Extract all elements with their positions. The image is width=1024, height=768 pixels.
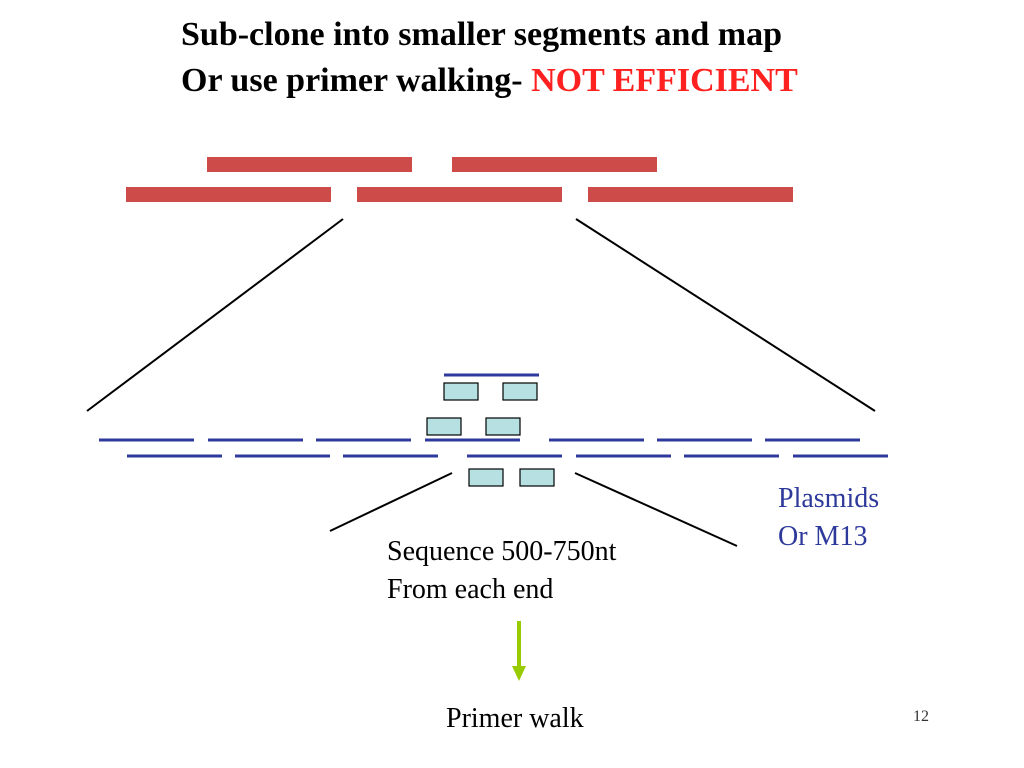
zoom-line-left [86,218,344,412]
read-box [468,468,504,487]
title-line-2-prefix: Or use primer walking- [181,62,532,99]
primer-walk-label: Primer walk [446,703,584,734]
zoom-lines [86,218,876,412]
large-clone-segment [452,157,657,172]
read-box [502,382,538,401]
title-highlight: NOT EFFICIENT [531,62,798,99]
page-number: 12 [913,708,929,725]
vector-label-line-2: Or M13 [778,521,868,552]
subclone-segments [99,373,888,458]
sequence-label: Sequence 500-750nt From each end [387,533,616,609]
read-box [485,417,521,436]
slide-title: Sub-clone into smaller segments and map … [181,12,798,104]
large-clone-segment [588,187,793,202]
title-line-1: Sub-clone into smaller segments and map [181,16,783,53]
large-clone-segment [357,187,562,202]
read-box [426,417,462,436]
read-box [519,468,555,487]
large-clone-segment [207,157,412,172]
vector-label-line-1: Plasmids [778,483,880,514]
callout-line-right [574,472,738,547]
title-line-2: Or use primer walking- NOT EFFICIENT [181,58,798,104]
sequencing-read-boxes [426,382,555,487]
arrow-head [512,666,526,681]
callout-lines [329,472,738,547]
large-clone-segments [126,157,793,202]
callout-line-left [329,472,453,532]
sequence-label-line-2: From each end [387,574,554,605]
large-clone-segment [126,187,331,202]
arrow-down-icon [512,621,526,681]
sequence-label-line-1: Sequence 500-750nt [387,536,617,567]
zoom-line-right [575,218,876,412]
read-box [443,382,479,401]
vector-label: Plasmids Or M13 [778,480,879,556]
